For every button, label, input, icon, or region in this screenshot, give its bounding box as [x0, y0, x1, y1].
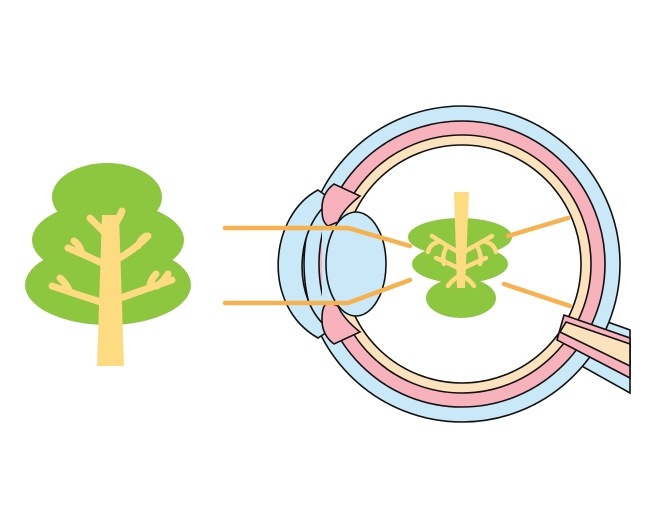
iris-upper — [321, 183, 362, 227]
tree-trunk — [97, 215, 124, 366]
tree-branches — [48, 207, 176, 307]
inverted-retinal-image — [408, 192, 512, 318]
light-ray-top — [222, 225, 413, 249]
light-rays — [222, 215, 573, 309]
light-ray-bottom-refracted — [501, 281, 573, 309]
optic-nerve — [558, 321, 631, 368]
image-branches — [425, 233, 499, 289]
light-ray-top-refracted — [505, 215, 571, 239]
iris-lower — [321, 301, 362, 345]
tree-object — [25, 163, 191, 366]
light-ray-bottom — [222, 277, 413, 306]
lens — [325, 211, 387, 317]
image-trunk — [454, 192, 469, 288]
